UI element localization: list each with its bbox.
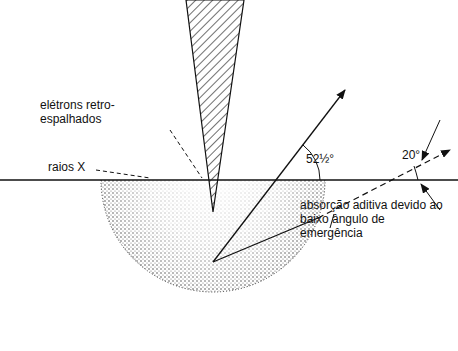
sample-surface [0, 179, 458, 180]
angle-arc [414, 166, 418, 180]
angle-label: 52½° [306, 152, 356, 166]
label-backscatter: elétrons retro-espalhados [40, 98, 170, 126]
leader-line [170, 130, 202, 178]
label-xray: raios X [48, 160, 108, 174]
label-absorption: absorção aditiva devido ao baixo ângulo … [300, 198, 450, 240]
electron-beam [186, 0, 244, 212]
angle-arrow [422, 120, 440, 160]
leader-line [96, 170, 150, 178]
angle-label: 20° [402, 148, 442, 162]
